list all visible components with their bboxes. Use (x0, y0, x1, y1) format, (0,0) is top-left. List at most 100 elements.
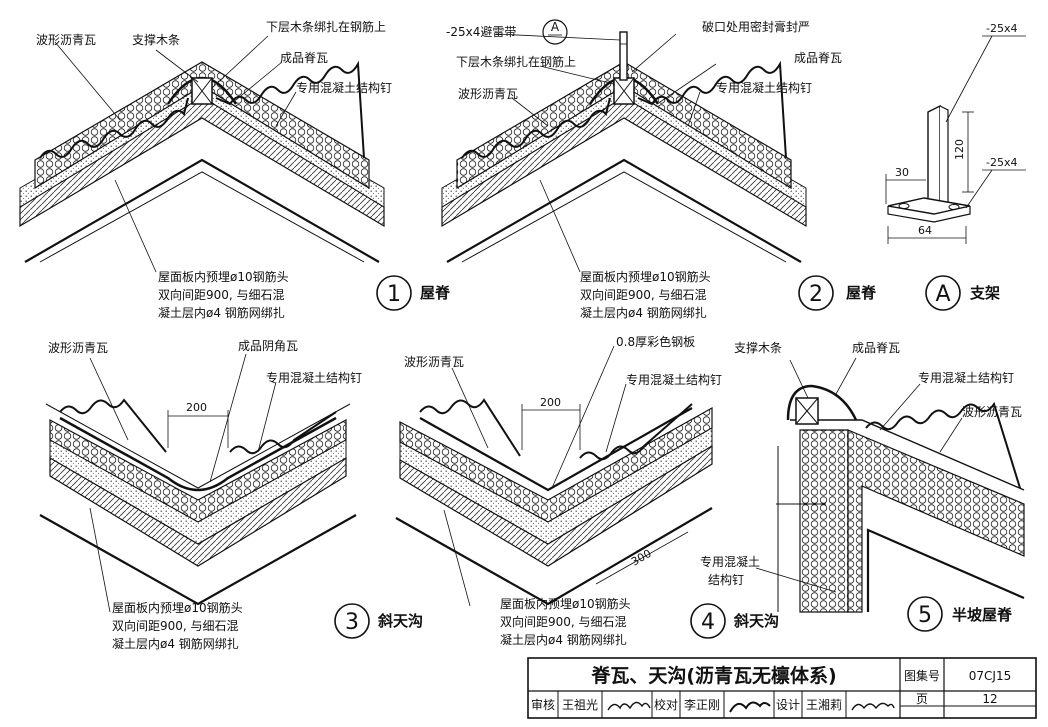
detail-4-dim-length: 300 (629, 547, 654, 569)
detail-5-ridge-tile-label: 成品脊瓦 (852, 341, 900, 355)
detail-4-note-line-1: 屋面板内预埋ø10钢筋头 (500, 596, 631, 611)
checker-signature (729, 701, 771, 713)
detail-2-ref-circle (542, 19, 568, 45)
title-block: 脊瓦、天沟(沥青瓦无檩体系) 图集号 07CJ15 页 12 审核 王祖光 校对… (527, 657, 1037, 719)
detail-4-steel-sheet-label: 0.8厚彩色钢板 (616, 335, 695, 349)
detail-5-caption: 半坡屋脊 (952, 606, 1013, 624)
detail-2-ridge-tile-label: 成品脊瓦 (794, 51, 842, 65)
detail-2-seal-label: 破口处用密封膏封严 (702, 19, 810, 34)
detail-a-side-label: -25x4 (986, 156, 1017, 169)
reviewer-name: 王祖光 (562, 697, 598, 712)
detail-3-valley: 波形沥青瓦 成品阴角瓦 专用混凝土结构钉 200 屋面板内预埋ø10钢筋头 双向… (39, 339, 423, 651)
detail-a-number-circle (925, 275, 961, 311)
detail-5-number-circle (907, 596, 943, 632)
detail-5-ridge-tile (786, 384, 858, 421)
designer-signature (851, 702, 895, 711)
detail-2-lightning-label: -25x4避雷带 (446, 25, 516, 39)
detail-2-caption: 屋脊 (846, 284, 877, 302)
detail-a-caption: 支架 (969, 284, 1000, 302)
detail-1-insulation (34, 61, 370, 190)
detail-a-bracket: -25x4 -25x4 30 120 64 A 支架 (885, 22, 1026, 311)
detail-5-nail-bottom-line-1: 专用混凝土 (700, 554, 760, 569)
detail-4-number: 4 (701, 610, 715, 635)
atlas-number: 07CJ15 (969, 669, 1011, 683)
detail-3-valley-tile (59, 416, 337, 492)
detail-2-shingle (461, 97, 611, 159)
detail-2-lower-batten-label: 下层木条绑扎在钢筋上 (456, 54, 576, 69)
sheet-title: 脊瓦、天沟(沥青瓦无檩体系) (590, 664, 836, 687)
atlas-number-label: 图集号 (904, 668, 940, 683)
detail-3-number: 3 (345, 610, 359, 635)
detail-4-shingle-label: 波形沥青瓦 (404, 355, 464, 369)
detail-1-support-batten-label: 支撑木条 (132, 32, 180, 47)
detail-3-shingle-label: 波形沥青瓦 (48, 341, 108, 355)
checker-name: 李正刚 (684, 697, 720, 712)
detail-2-lightning-bar (619, 31, 628, 81)
detail-2-nail-label: 专用混凝土结构钉 (716, 80, 812, 95)
detail-1-number-circle (376, 275, 412, 311)
detail-2-ridge: -25x4避雷带 A 破口处用密封膏封严 下层木条绑扎在钢筋上 成品脊瓦 波形沥… (441, 19, 877, 320)
detail-5-support-batten-label: 支撑木条 (734, 340, 782, 355)
detail-4-dim-overlap: 200 (540, 396, 561, 409)
detail-3-deck (49, 456, 347, 567)
detail-2-ref-label: A (551, 20, 560, 34)
page-number: 12 (982, 692, 997, 706)
detail-4-valley: 波形沥青瓦 0.8厚彩色钢板 专用混凝土结构钉 200 300 屋面板内预埋ø1… (395, 335, 779, 647)
detail-1-note-line-3: 凝土层内ø4 钢筋网绑扎 (158, 305, 285, 320)
detail-a-top-label: -25x4 (986, 22, 1017, 35)
detail-1-slab-underside (24, 158, 380, 263)
detail-5-shingle (865, 401, 1021, 489)
detail-2-shingle-label: 波形沥青瓦 (458, 87, 518, 101)
detail-4-nail-label: 专用混凝土结构钉 (626, 372, 722, 387)
detail-1-lower-batten-label: 下层木条绑扎在钢筋上 (266, 19, 386, 34)
detail-a-dim-height: 120 (953, 139, 966, 160)
detail-3-note-line-1: 屋面板内预埋ø10钢筋头 (112, 600, 243, 615)
detail-4-note-line-2: 双向间距900, 与细石混 (500, 614, 627, 629)
detail-3-number-circle (334, 603, 370, 639)
detail-5-half-ridge: 支撑木条 成品脊瓦 专用混凝土结构钉 波形沥青瓦 专用混凝土 结构钉 5 半坡屋… (700, 340, 1025, 632)
detail-5-shingle-label: 波形沥青瓦 (962, 405, 1022, 419)
detail-3-shingle-right (229, 411, 337, 455)
detail-3-nail-label: 专用混凝土结构钉 (266, 370, 362, 385)
detail-4-shingle-left (419, 398, 521, 457)
detail-3-note-line-3: 凝土层内ø4 钢筋网绑扎 (112, 636, 239, 651)
detail-4-deck (399, 444, 713, 567)
detail-4-steel-sheet (419, 407, 693, 492)
detail-3-dim-overlap: 200 (186, 401, 207, 414)
detail-a-dim-width: 30 (895, 166, 909, 179)
page-label: 页 (916, 692, 928, 706)
detail-1-ridge-tile-label: 成品脊瓦 (280, 51, 328, 65)
detail-3-shingle-left (59, 398, 167, 453)
detail-1-shingle (39, 97, 189, 159)
detail-5-number: 5 (918, 603, 932, 628)
detail-2-note-line-3: 凝土层内ø4 钢筋网绑扎 (580, 305, 707, 320)
detail-1-ridge: 波形沥青瓦 支撑木条 下层木条绑扎在钢筋上 成品脊瓦 专用混凝土结构钉 屋面板内… (19, 19, 451, 320)
detail-4-number-circle (690, 603, 726, 639)
designer-name: 王湘莉 (806, 697, 842, 712)
detail-1-note-line-1: 屋面板内预埋ø10钢筋头 (158, 269, 289, 284)
detail-1-note-line-2: 双向间距900, 与细石混 (158, 287, 285, 302)
detail-3-caption: 斜天沟 (377, 612, 423, 630)
detail-5-wall (799, 429, 849, 613)
detail-1-number: 1 (387, 282, 401, 307)
check-label: 校对 (654, 697, 678, 712)
detail-2-note-line-1: 屋面板内预埋ø10钢筋头 (580, 269, 711, 284)
detail-4-caption: 斜天沟 (733, 612, 779, 630)
detail-a-number: A (935, 282, 950, 307)
detail-5-nail-bottom-line-2: 结构钉 (708, 572, 744, 587)
detail-4-note-line-3: 凝土层内ø4 钢筋网绑扎 (500, 632, 627, 647)
detail-a-dim-base: 64 (918, 224, 932, 237)
detail-2-note-line-2: 双向间距900, 与细石混 (580, 287, 707, 302)
reviewer-signature (607, 701, 651, 711)
review-label: 审核 (531, 697, 555, 712)
detail-1-nail-label: 专用混凝土结构钉 (296, 80, 392, 95)
design-label: 设计 (776, 698, 800, 712)
detail-3-valley-tile-label: 成品阴角瓦 (238, 339, 298, 353)
detail-5-slope-insulation (847, 429, 1025, 613)
detail-2-number: 2 (809, 282, 823, 307)
detail-1-shingle-label: 波形沥青瓦 (36, 33, 96, 47)
detail-2-number-circle (798, 275, 834, 311)
detail-3-note-line-2: 双向间距900, 与细石混 (112, 618, 239, 633)
